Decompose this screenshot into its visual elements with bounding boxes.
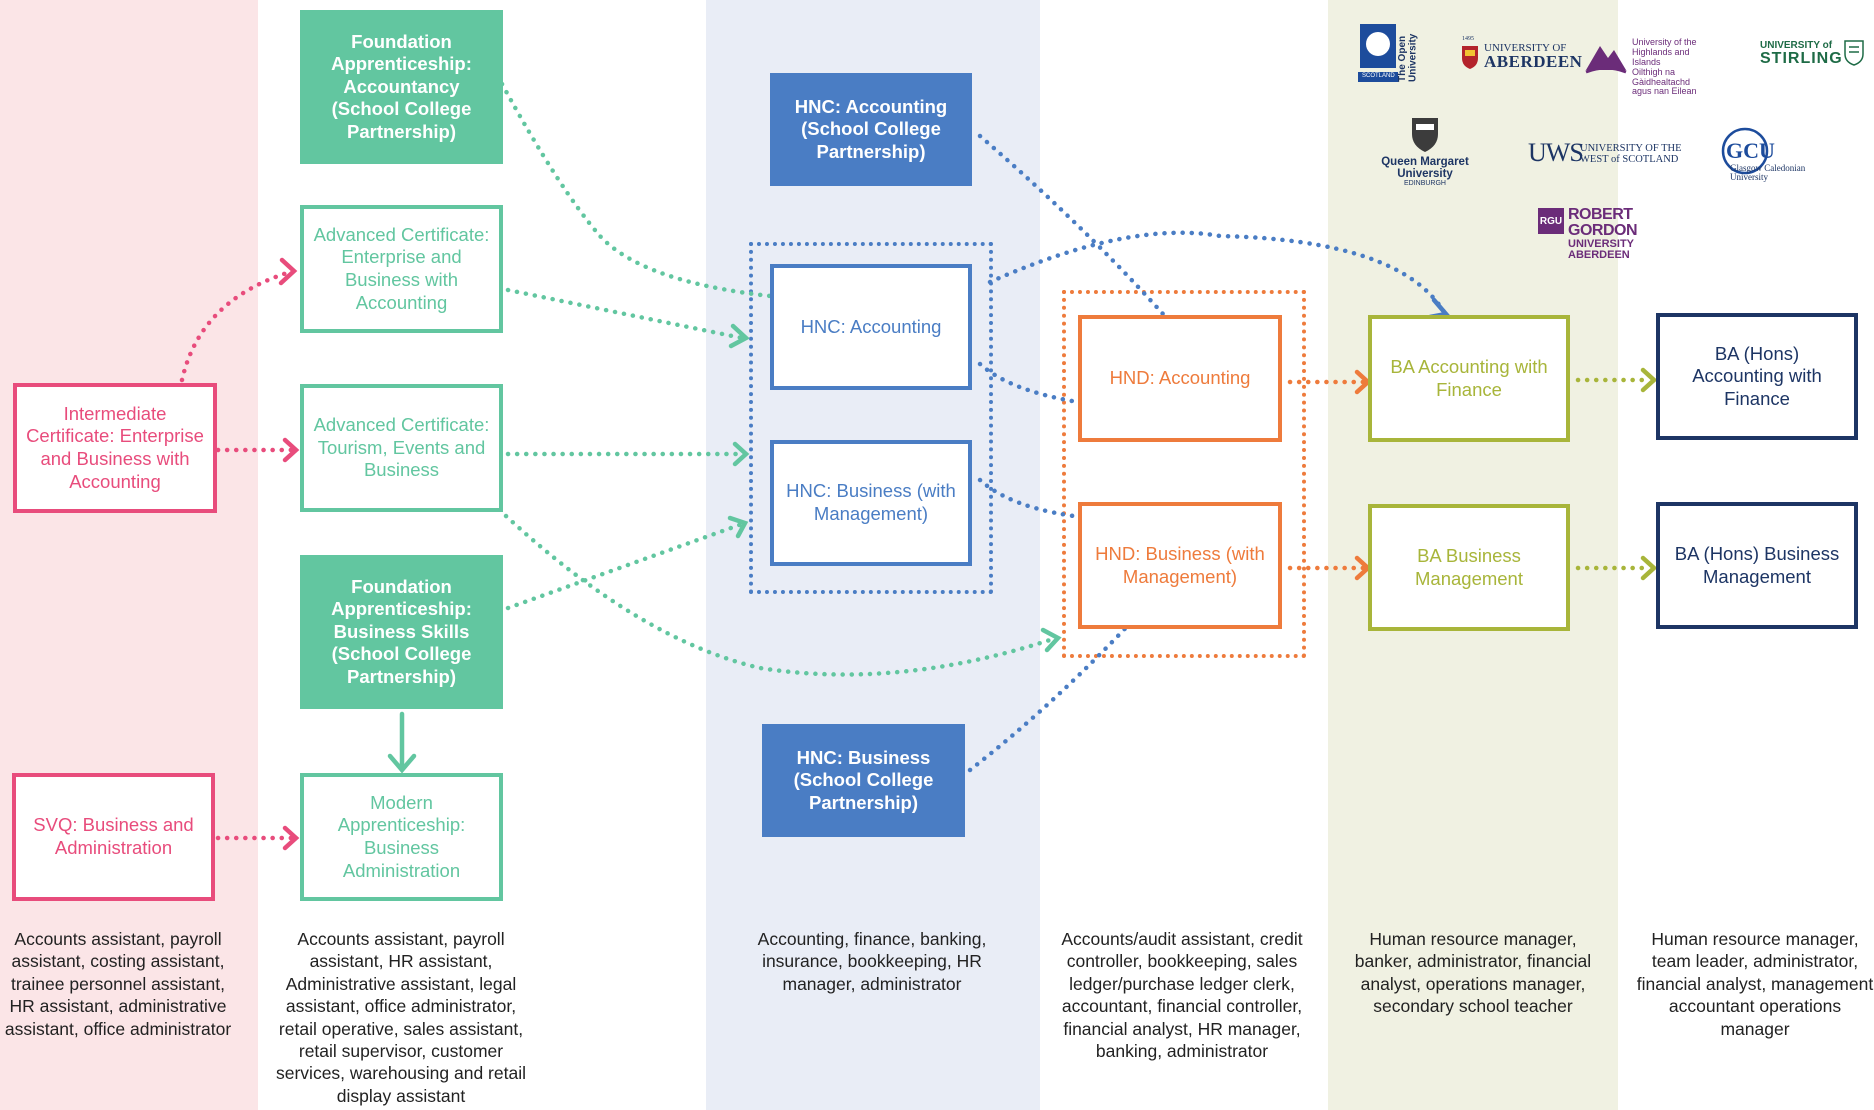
arrowhead — [1640, 555, 1658, 581]
svq-label: SVQ: Business and Administration — [33, 814, 194, 858]
ba-hons-business-label: BA (Hons) Business Management — [1674, 542, 1840, 587]
ba-hons-accounting-box: BA (Hons) Accounting with Finance — [1656, 313, 1858, 440]
qmu-line-3: EDINBURGH — [1403, 180, 1446, 188]
hnc-business-box: HNC: Business (with Management) — [770, 440, 972, 566]
advanced-certificate-enterprise-box: Advanced Certificate: Enterprise and Bus… — [300, 205, 503, 333]
gcu-short: GCU — [1726, 138, 1775, 163]
hnc-accounting-scp-box: HNC: Accounting (School College Partners… — [770, 73, 972, 186]
ba-business-box: BA Business Management — [1368, 504, 1570, 631]
careers-column-1: Accounts assistant, payroll assistant, c… — [4, 929, 232, 1039]
rgu-line-2: UNIVERSITY ABERDEEN — [1568, 238, 1634, 261]
uhi-line-2: Highlands and Islands — [1632, 46, 1690, 67]
rgu-logo: RGU ROBERT GORDON UNIVERSITY ABERDEEN — [1538, 206, 1698, 261]
pink-column-background — [0, 0, 258, 1110]
stirling-line-1: UNIVERSITY of — [1760, 40, 1833, 51]
qmu-crest-icon — [1412, 118, 1438, 152]
uhi-line-1: University of the — [1632, 37, 1697, 47]
open-university-emblem-icon — [1358, 24, 1398, 82]
hnc-business-label: HNC: Business (with Management) — [786, 480, 956, 524]
uws-logo: UWS UNIVERSITY OF THE WEST of SCOTLAND — [1528, 138, 1688, 172]
hnc-business-scp-label: HNC: Business (School College Partnershi… — [793, 746, 934, 813]
hnc-accounting-box: HNC: Accounting — [770, 264, 972, 390]
careers-column-6: Human resource manager, team leader, adm… — [1636, 929, 1874, 1039]
uws-line-2: WEST of SCOTLAND — [1580, 154, 1679, 166]
advanced-certificate-tourism-box: Advanced Certificate: Tourism, Events an… — [300, 384, 503, 512]
open-university-scotland: SCOTLAND — [1362, 73, 1395, 79]
aberdeen-year: 1495 — [1462, 36, 1474, 42]
open-university-name: The Open University — [1397, 33, 1419, 82]
gcu-line-1: Glasgow Caledonian — [1730, 163, 1806, 173]
foundation-apprenticeship-business-box: Foundation Apprenticeship: Business Skil… — [300, 555, 503, 709]
aberdeen-crest-icon — [1462, 46, 1478, 69]
foundation-apprenticeship-accountancy-box: Foundation Apprenticeship: Accountancy (… — [300, 10, 503, 164]
careers-column-4: Accounts/audit assistant, credit control… — [1061, 929, 1303, 1061]
uhi-line-3: Oilthigh na Gàidhealtachd — [1632, 66, 1691, 87]
stirling-crest-icon — [1844, 40, 1864, 66]
ba-hons-business-box: BA (Hons) Business Management — [1656, 502, 1858, 629]
ba-hons-accounting-label: BA (Hons) Accounting with Finance — [1692, 342, 1822, 409]
hnd-business-box: HND: Business (with Management) — [1078, 502, 1282, 629]
careers-column-5: Human resource manager, banker, administ… — [1354, 929, 1592, 1017]
arrowhead — [282, 825, 300, 851]
uws-line-1: UNIVERSITY OF THE — [1580, 143, 1682, 154]
foundation-apprenticeship-business-label: Foundation Apprenticeship: Business Skil… — [331, 575, 472, 687]
aberdeen-line-1: UNIVERSITY OF — [1484, 42, 1567, 54]
hnd-accounting-box: HND: Accounting — [1078, 315, 1282, 442]
hnd-business-label: HND: Business (with Management) — [1095, 542, 1265, 587]
rgu-short: RGU — [1538, 208, 1564, 234]
arrowhead — [1640, 367, 1658, 393]
qmu-line-1: Queen Margaret — [1381, 156, 1469, 168]
arrowhead — [282, 437, 300, 463]
qmu-line-2: University — [1397, 168, 1453, 181]
hnd-accounting-label: HND: Accounting — [1109, 367, 1251, 389]
hnc-accounting-scp-label: HNC: Accounting (School College Partners… — [794, 95, 948, 162]
arrowhead — [1040, 627, 1062, 653]
stirling-logo: UNIVERSITY of STIRLING — [1760, 40, 1870, 70]
arrowhead — [278, 257, 298, 286]
foundation-apprenticeship-accountancy-label: Foundation Apprenticeship: Accountancy (… — [331, 30, 472, 142]
ba-accounting-box: BA Accounting with Finance — [1368, 315, 1570, 442]
arrowhead — [387, 753, 417, 774]
aberdeen-logo: 1495 UNIVERSITY OF ABERDEEN — [1460, 36, 1582, 72]
uhi-logo: University of the Highlands and Islands … — [1584, 34, 1719, 96]
gcu-ring-icon — [1721, 127, 1769, 175]
svq-box: SVQ: Business and Administration — [12, 773, 215, 901]
intermediate-certificate-box: Intermediate Certificate: Enterprise and… — [13, 383, 217, 513]
qmu-logo: Queen Margaret University EDINBURGH — [1370, 114, 1480, 194]
gcu-line-2: University — [1730, 172, 1768, 183]
advanced-certificate-tourism-label: Advanced Certificate: Tourism, Events an… — [313, 414, 490, 481]
stirling-line-2: STIRLING — [1760, 50, 1843, 67]
open-university-logo: SCOTLAND The Open University — [1358, 22, 1438, 84]
hnc-business-scp-box: HNC: Business (School College Partnershi… — [762, 724, 965, 837]
careers-column-3: Accounting, finance, banking, insurance,… — [757, 929, 987, 994]
ba-business-label: BA Business Management — [1415, 544, 1523, 589]
modern-apprenticeship-label: Modern Apprenticeship: Business Administ… — [337, 791, 466, 881]
hnc-accounting-label: HNC: Accounting — [800, 315, 942, 337]
rgu-line-1: ROBERT GORDON — [1568, 206, 1638, 239]
aberdeen-line-2: ABERDEEN — [1484, 52, 1583, 71]
gcu-logo: GCU Glasgow Caledonian University — [1720, 126, 1840, 186]
intermediate-certificate-label: Intermediate Certificate: Enterprise and… — [26, 402, 204, 492]
advanced-certificate-enterprise-label: Advanced Certificate: Enterprise and Bus… — [313, 223, 490, 313]
modern-apprenticeship-box: Modern Apprenticeship: Business Administ… — [300, 773, 503, 901]
uhi-line-4: agus nan Eilean — [1632, 86, 1697, 97]
uhi-mountain-icon — [1585, 46, 1627, 74]
careers-column-2: Accounts assistant, payroll assistant, H… — [276, 929, 526, 1106]
uws-short: UWS — [1528, 138, 1584, 167]
ba-accounting-label: BA Accounting with Finance — [1390, 355, 1548, 400]
